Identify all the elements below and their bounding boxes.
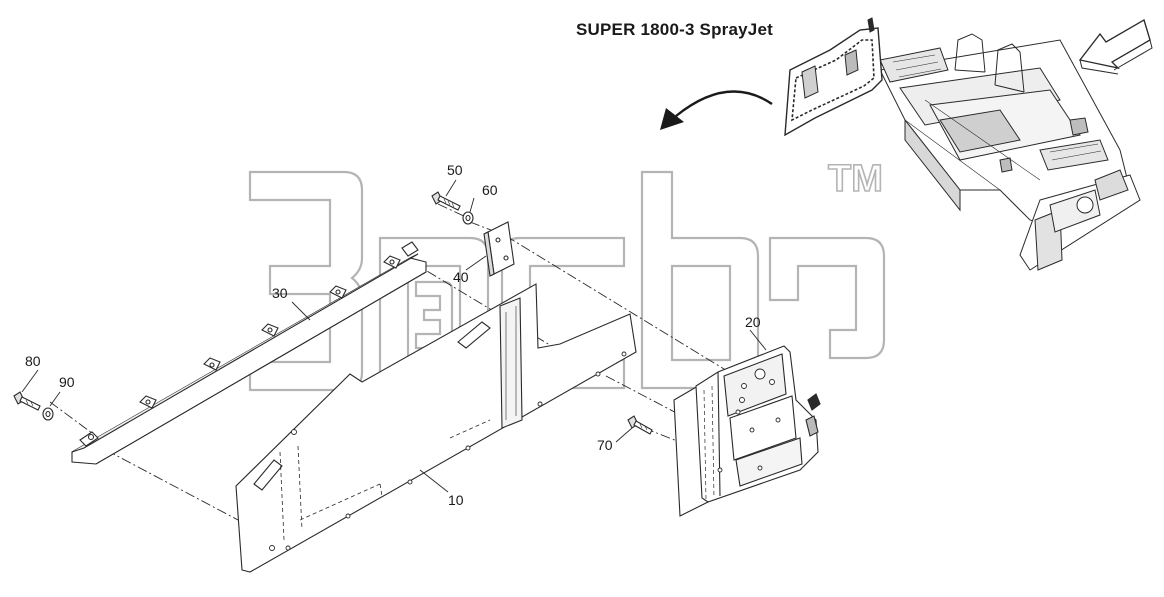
part-90-washer xyxy=(42,407,54,421)
callout-80: 80 xyxy=(25,353,41,369)
hollow-arrow-icon xyxy=(1078,19,1153,75)
callout-50: 50 xyxy=(447,162,463,178)
callout-70: 70 xyxy=(597,437,613,453)
part-20-end-plate xyxy=(673,345,821,517)
part-70-bolt xyxy=(627,415,653,435)
part-10-side-plate xyxy=(235,283,637,573)
part-60-washer xyxy=(462,211,474,225)
paver-machine xyxy=(784,17,1141,271)
callout-20: 20 xyxy=(745,314,761,330)
diagram-title: SUPER 1800-3 SprayJet xyxy=(576,20,773,39)
part-50-bolt xyxy=(431,191,461,211)
part-80-bolt xyxy=(13,391,41,411)
curved-arrow-icon xyxy=(660,90,773,130)
watermark-tm: TM xyxy=(827,157,883,201)
callout-30: 30 xyxy=(272,285,288,301)
part-40-plate xyxy=(483,221,515,277)
callout-60: 60 xyxy=(482,182,498,198)
callout-10: 10 xyxy=(448,492,464,508)
leader-lines xyxy=(21,179,767,493)
callout-90: 90 xyxy=(59,374,75,390)
part-30-rail xyxy=(71,241,427,465)
callout-40: 40 xyxy=(453,269,469,285)
